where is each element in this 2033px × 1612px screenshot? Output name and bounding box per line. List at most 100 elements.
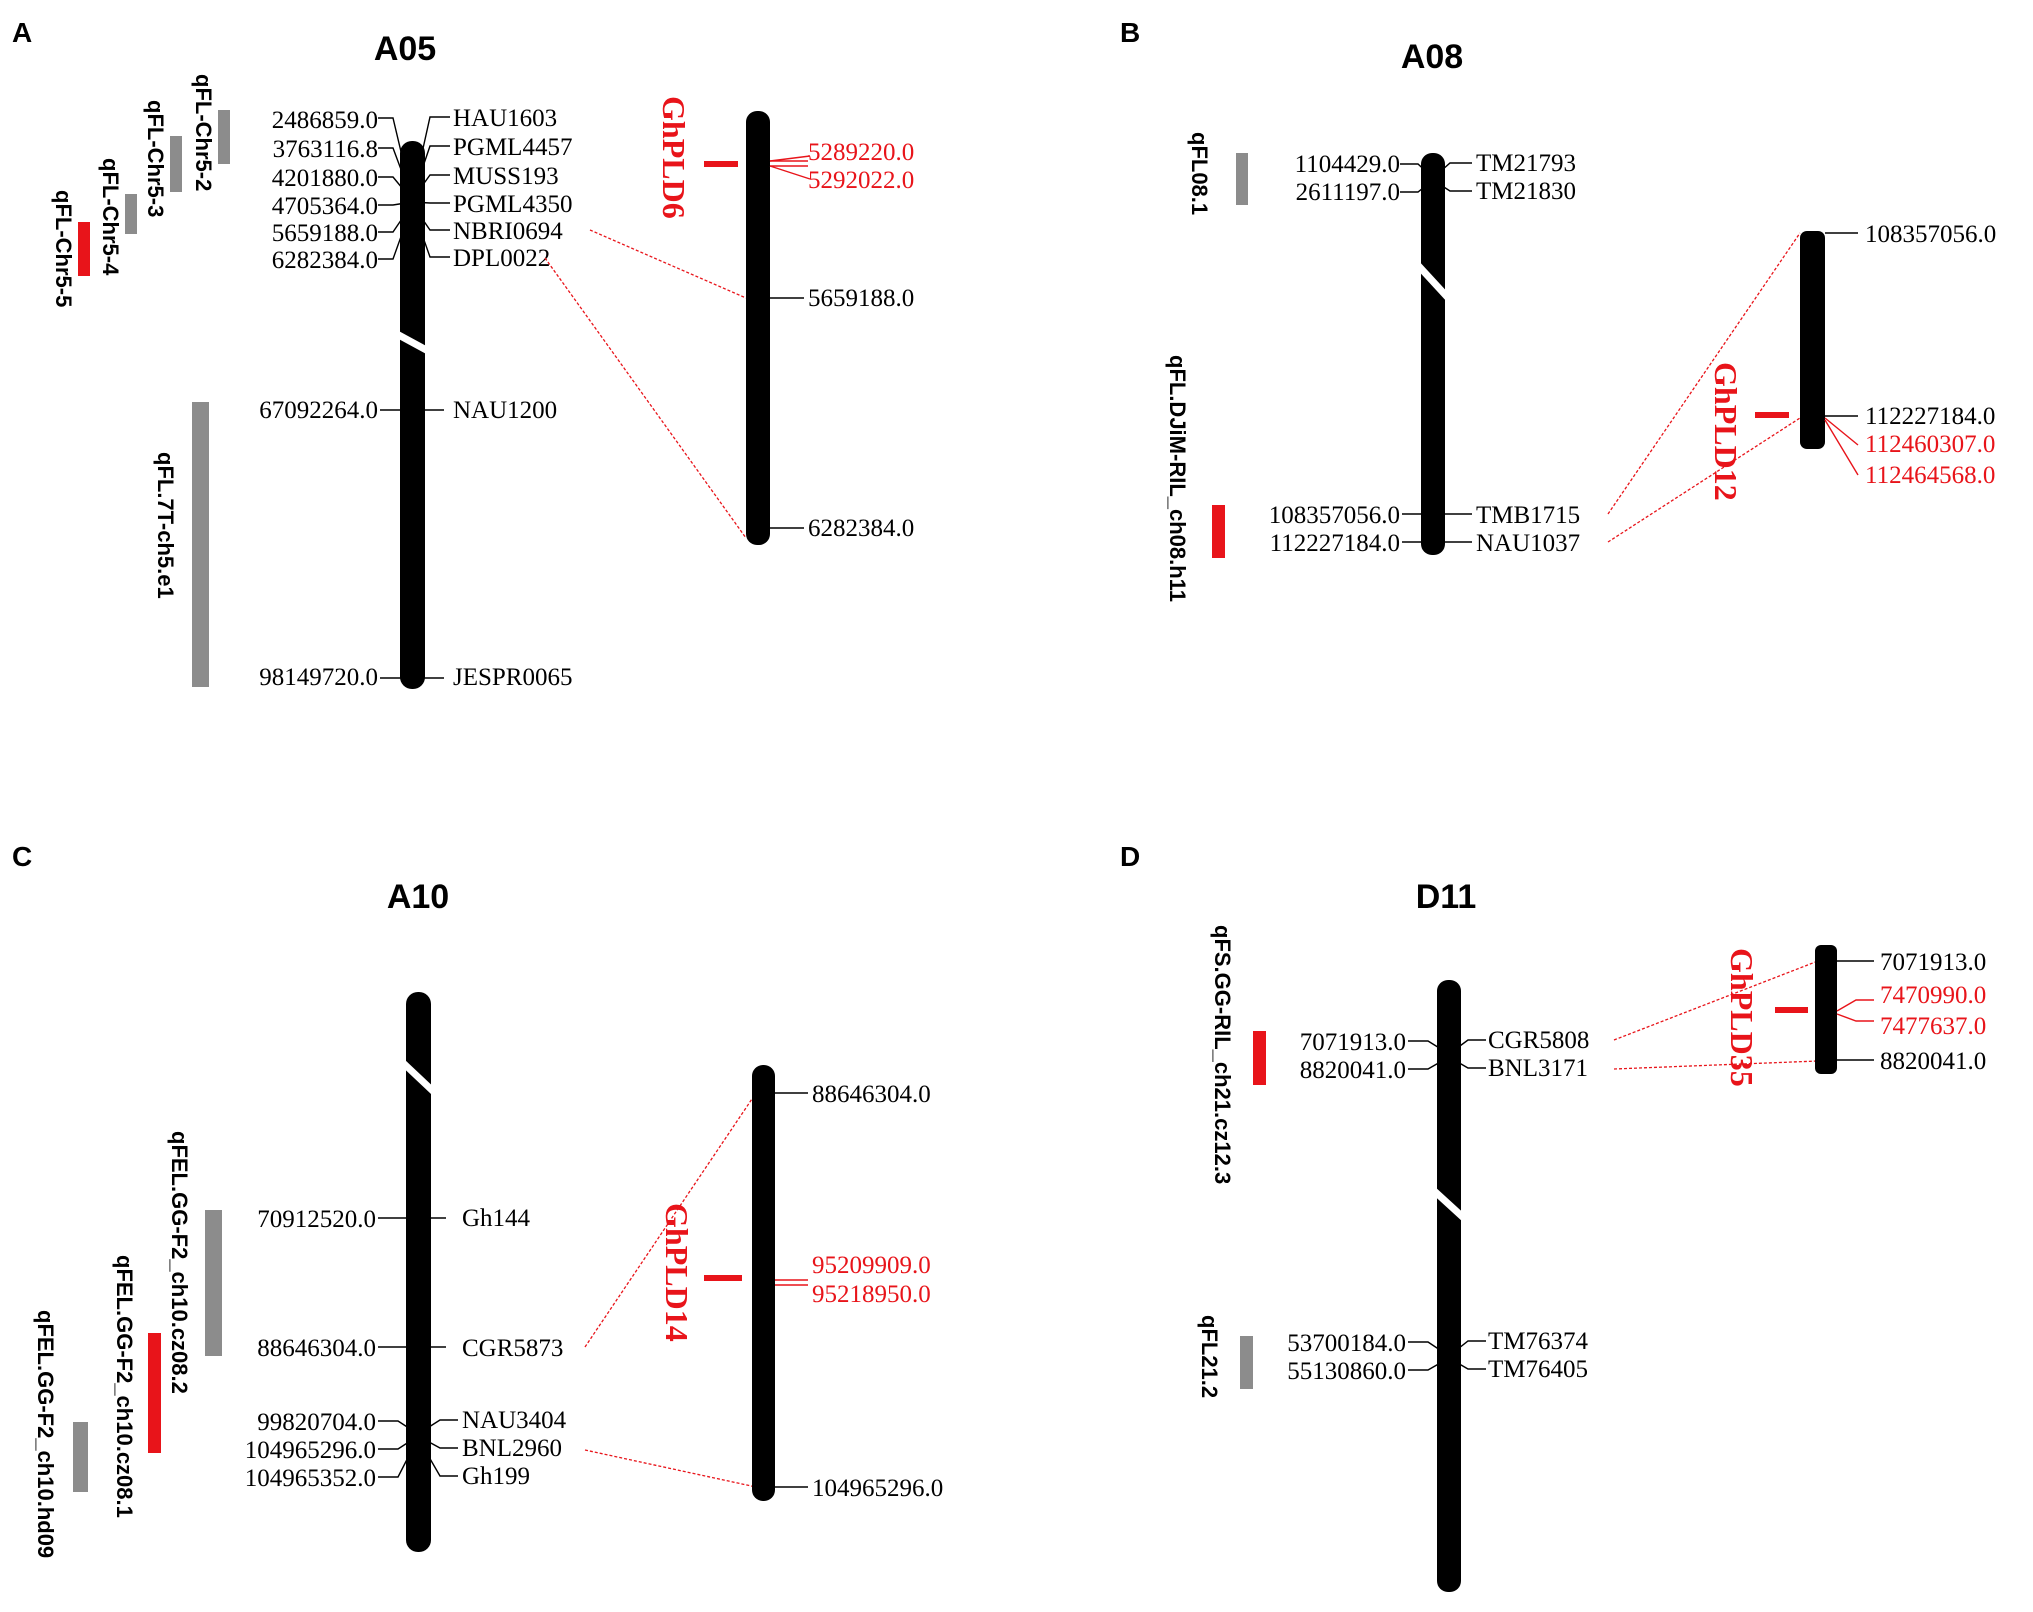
qtl-label: qFL-Chr5-3 xyxy=(143,100,168,217)
marker-label: HAU1603 xyxy=(453,105,557,132)
qtl-label: qFEL.GG-F2_ch10.hd09 xyxy=(33,1310,58,1558)
position-label: 1104429.0 xyxy=(1295,151,1400,178)
gene-label: GhPLD35 xyxy=(1724,948,1760,1087)
marker-label: MUSS193 xyxy=(453,163,559,190)
panel-a-chromosome-title: A05 xyxy=(374,30,436,68)
position-label: 3763116.8 xyxy=(273,136,378,163)
zoom-position-label: 5289220.0 xyxy=(808,139,914,166)
zoom-position-label: 5659188.0 xyxy=(808,285,914,312)
marker-label: TM21793 xyxy=(1476,150,1576,177)
position-label: 104965296.0 xyxy=(245,1437,376,1464)
zoom-position-label: 7470990.0 xyxy=(1880,982,1986,1009)
gene-label: GhPLD12 xyxy=(1708,362,1744,501)
zoom-chromosome-d11 xyxy=(1815,945,1837,1074)
position-label: 67092264.0 xyxy=(259,397,378,424)
panel-b: B A08 qFL08.1 qFL.DJiM-RIL_ch08.h11 1104… xyxy=(1120,17,1996,602)
position-label: 98149720.0 xyxy=(259,664,378,691)
panel-c-letter: C xyxy=(12,841,32,872)
position-label: 108357056.0 xyxy=(1269,502,1400,529)
qtl-bar xyxy=(125,194,137,234)
zoom-position-label: 108357056.0 xyxy=(1865,221,1996,248)
marker-label: BNL3171 xyxy=(1488,1055,1588,1082)
marker-label: Gh199 xyxy=(462,1463,530,1490)
marker-label: PGML4457 xyxy=(453,134,572,161)
qtl-bar xyxy=(192,402,209,687)
qtl-bar-highlight xyxy=(148,1333,161,1453)
zoom-chromosome-a08 xyxy=(1800,231,1825,449)
position-label: 88646304.0 xyxy=(257,1335,376,1362)
qtl-label: qFL.7T-ch5.e1 xyxy=(153,452,178,599)
marker-label: TM76405 xyxy=(1488,1356,1588,1383)
position-label: 53700184.0 xyxy=(1287,1330,1406,1357)
marker-label: NAU1200 xyxy=(453,397,557,424)
gene-marker xyxy=(704,1275,742,1281)
zoom-position-label: 88646304.0 xyxy=(812,1081,931,1108)
qtl-bar-highlight xyxy=(1212,505,1225,558)
marker-label: NAU1037 xyxy=(1476,530,1580,557)
marker-label: CGR5808 xyxy=(1488,1027,1589,1054)
qtl-label: qFL21.2 xyxy=(1197,1315,1222,1398)
qtl-bar xyxy=(73,1422,88,1492)
marker-label: DPL0022 xyxy=(453,245,550,272)
qtl-label: qFL-Chr5-2 xyxy=(191,74,216,191)
position-label: 99820704.0 xyxy=(257,1409,376,1436)
marker-label: BNL2960 xyxy=(462,1435,562,1462)
marker-label: Gh144 xyxy=(462,1205,531,1232)
position-label: 5659188.0 xyxy=(272,220,378,247)
qtl-label: qFEL.GG-F2_ch10.cz08.2 xyxy=(167,1131,192,1394)
position-label: 104965352.0 xyxy=(245,1465,376,1492)
zoom-position-label: 112460307.0 xyxy=(1865,431,1995,458)
zoom-position-label: 5292022.0 xyxy=(808,167,914,194)
qtl-bar xyxy=(170,136,182,192)
panel-d-letter: D xyxy=(1120,841,1140,872)
qtl-bar xyxy=(1240,1336,1253,1389)
position-label: 6282384.0 xyxy=(272,247,378,274)
zoom-position-label: 95218950.0 xyxy=(812,1281,931,1308)
qtl-label: qFL-Chr5-5 xyxy=(51,190,76,307)
qtl-label: qFL.DJiM-RIL_ch08.h11 xyxy=(1165,355,1190,602)
qtl-bar xyxy=(205,1210,222,1356)
qtl-label: qFL08.1 xyxy=(1187,132,1212,215)
position-label: 4201880.0 xyxy=(272,165,378,192)
zoom-position-label: 8820041.0 xyxy=(1880,1048,1986,1075)
chromosome-a05 xyxy=(400,141,425,689)
gene-label: GhPLD14 xyxy=(659,1203,695,1342)
chromosome-a10 xyxy=(406,992,431,1552)
marker-label: JESPR0065 xyxy=(453,664,572,691)
position-label: 70912520.0 xyxy=(257,1206,376,1233)
zoom-position-label: 7477637.0 xyxy=(1880,1013,1986,1040)
panel-d: D D11 qFS.GG-RIL_ch21.cz12.3 qFL21.2 707… xyxy=(1120,841,1986,1592)
qtl-bar-highlight xyxy=(78,222,90,276)
marker-label: NBRI0694 xyxy=(453,218,563,245)
gene-label: GhPLD6 xyxy=(656,96,692,219)
marker-label: NAU3404 xyxy=(462,1407,567,1434)
position-label: 112227184.0 xyxy=(1270,530,1400,557)
zoom-position-label: 7071913.0 xyxy=(1880,949,1986,976)
panel-b-letter: B xyxy=(1120,17,1140,48)
zoom-position-label: 104965296.0 xyxy=(812,1475,943,1502)
qtl-label: qFS.GG-RIL_ch21.cz12.3 xyxy=(1210,925,1235,1184)
position-label: 8820041.0 xyxy=(1300,1057,1406,1084)
qtl-bar-highlight xyxy=(1253,1031,1266,1085)
position-label: 55130860.0 xyxy=(1287,1358,1406,1385)
marker-label: TM21830 xyxy=(1476,178,1576,205)
qtl-bar xyxy=(1236,153,1248,205)
gene-marker xyxy=(704,161,738,167)
gene-marker xyxy=(1775,1007,1808,1013)
position-label: 7071913.0 xyxy=(1300,1029,1406,1056)
marker-label: CGR5873 xyxy=(462,1335,563,1362)
panel-b-chromosome-title: A08 xyxy=(1401,38,1463,76)
qtl-label: qFEL.GG-F2_ch10.cz08.1 xyxy=(112,1255,137,1518)
panel-c: C A10 qFEL.GG-F2_ch10.cz08.2 qFEL.GG-F2_… xyxy=(12,841,943,1558)
chromosome-a08 xyxy=(1421,153,1445,555)
zoom-position-label: 95209909.0 xyxy=(812,1252,931,1279)
marker-label: TMB1715 xyxy=(1476,502,1580,529)
zoom-position-label: 6282384.0 xyxy=(808,515,914,542)
marker-label: TM76374 xyxy=(1488,1328,1589,1355)
qtl-label: qFL-Chr5-4 xyxy=(98,158,123,276)
position-label: 2486859.0 xyxy=(272,107,378,134)
position-label: 4705364.0 xyxy=(272,193,378,220)
qtl-bar xyxy=(218,110,230,164)
panel-d-chromosome-title: D11 xyxy=(1416,878,1477,916)
